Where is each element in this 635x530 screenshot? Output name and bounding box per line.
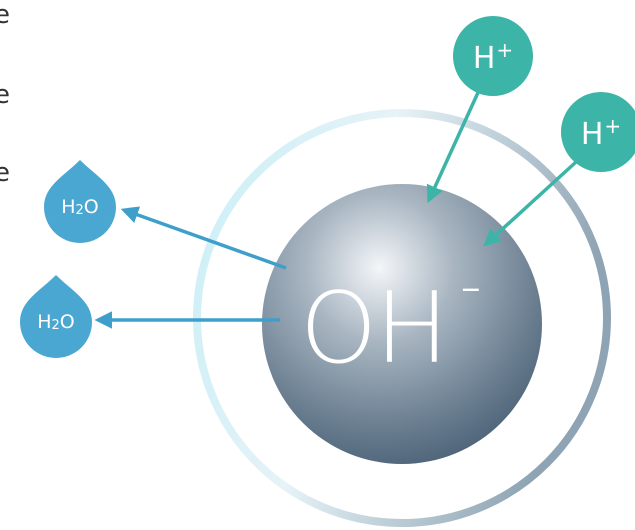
outer-ring xyxy=(193,109,611,527)
water-molecule-label: H2O xyxy=(61,196,99,218)
hydrogen-ion-circle xyxy=(453,16,533,96)
water-arrow xyxy=(120,206,287,270)
hydrogen-ion-label: H+ xyxy=(472,38,514,76)
hydroxide-sphere xyxy=(262,184,542,464)
cropped-text-fragment: e xyxy=(0,158,10,188)
h-ion-arrow xyxy=(426,85,483,204)
hydroxide-ion-label: OH- xyxy=(300,251,482,386)
cropped-text-fragment: e xyxy=(0,80,10,110)
water-drop-icon xyxy=(20,275,92,358)
water-drop-icon xyxy=(44,160,116,243)
negative-charge-sign: - xyxy=(460,251,482,321)
hydrogen-ion-label: H+ xyxy=(580,114,622,152)
cropped-text-fragment: e xyxy=(0,0,10,30)
hydrogen-ion-circle xyxy=(561,92,635,172)
water-molecule-label: H2O xyxy=(37,311,75,333)
h-ion-arrow xyxy=(483,160,578,247)
